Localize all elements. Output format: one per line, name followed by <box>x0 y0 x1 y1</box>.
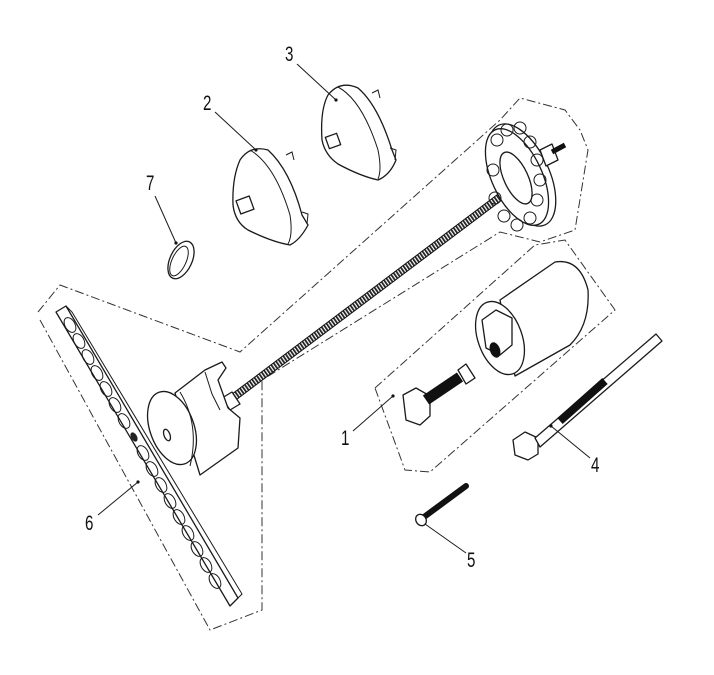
callout-4: 4 <box>591 454 600 477</box>
part-3-adapter-cap <box>320 84 397 181</box>
callout-2: 2 <box>203 92 212 115</box>
callout-3: 3 <box>285 43 294 66</box>
part-1-bolt <box>402 363 476 426</box>
part-2-adapter-cap <box>232 148 309 246</box>
callout-5: 5 <box>467 549 476 572</box>
leader-lines <box>97 63 591 554</box>
callout-7: 7 <box>146 172 155 195</box>
flange-disk <box>484 121 567 232</box>
callout-1: 1 <box>341 427 350 450</box>
part-1-sleeve <box>474 260 589 377</box>
part-7-retaining-ring <box>167 240 195 280</box>
group-outline-part-1 <box>374 239 616 473</box>
puller-body <box>146 361 241 476</box>
callout-6: 6 <box>85 512 94 535</box>
group-outline-main <box>37 97 589 631</box>
part-4-long-bolt <box>512 333 663 461</box>
part-6-perforated-bar <box>55 305 243 607</box>
part-5-screw <box>415 483 469 527</box>
